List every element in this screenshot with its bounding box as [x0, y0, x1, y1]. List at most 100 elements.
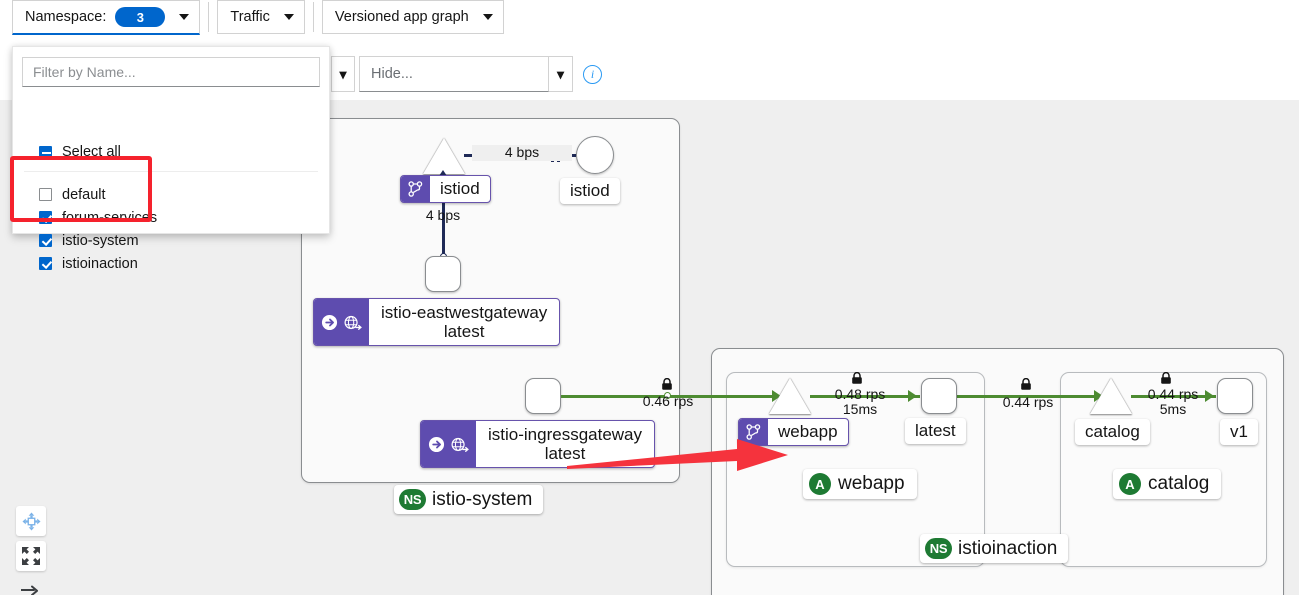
namespace-label-text: istio-system — [432, 488, 533, 510]
lock-icon — [1161, 372, 1171, 384]
chevron-down-icon: ▾ — [339, 66, 347, 82]
node-label-webapp-service[interactable]: webapp — [738, 418, 849, 446]
node-catalog-service-shape[interactable] — [1090, 378, 1132, 414]
edge-catalog-svc-to-v1 — [1131, 395, 1216, 398]
app-label-catalog[interactable]: A catalog — [1113, 469, 1222, 499]
namespace-count-badge: 3 — [115, 7, 166, 27]
namespace-option-istio-system[interactable]: istio-system — [39, 229, 157, 252]
edge-label-catalog-rate: 0.44 rps — [1147, 386, 1199, 402]
namespace-option-label: default — [62, 186, 106, 203]
namespace-option-label: istio-system — [62, 232, 139, 249]
node-label-webapp-latest[interactable]: latest — [905, 418, 966, 444]
edge-eastwest-to-istiod — [442, 178, 445, 260]
app-badge-icon: A — [809, 473, 831, 495]
namespace-option-istioinaction[interactable]: istioinaction — [39, 252, 157, 275]
node-webapp-service-shape[interactable] — [769, 378, 811, 414]
app-label-text: webapp — [838, 473, 905, 494]
node-webapp-latest-shape[interactable] — [921, 378, 957, 414]
edge-label-webapp-latency: 15ms — [842, 401, 878, 417]
node-catalog-v1-shape[interactable] — [1217, 378, 1253, 414]
node-label-eastwestgateway[interactable]: istio-eastwestgateway latest — [313, 298, 561, 347]
node-label-catalog-v1[interactable]: v1 — [1220, 419, 1258, 445]
namespace-label-istio-system[interactable]: NS istio-system — [394, 485, 544, 514]
namespace-label-istioinaction[interactable]: NS istioinaction — [920, 534, 1069, 563]
traffic-selector-label: Traffic — [230, 9, 270, 25]
app-label-text: catalog — [1148, 473, 1210, 494]
namespace-selector-label: Namespace: — [25, 9, 107, 25]
legend-toggle-button[interactable] — [16, 576, 46, 595]
select-all-label: Select all — [62, 144, 121, 160]
annotation-red-arrow — [567, 439, 788, 471]
namespace-option-default[interactable]: default — [39, 183, 157, 206]
namespace-option-label: istioinaction — [62, 255, 138, 272]
checkbox[interactable] — [39, 188, 52, 201]
node-label-text: latest — [915, 421, 956, 440]
edge-arrowhead — [1205, 390, 1214, 402]
edge-label-eastwest: 4 bps — [425, 207, 461, 223]
node-label-istiod-app[interactable]: istiod — [560, 178, 620, 204]
node-label-istiod-service[interactable]: istiod — [400, 175, 491, 203]
virtual-service-icon — [401, 176, 430, 202]
namespace-filter-input[interactable]: Filter by Name... — [22, 57, 320, 87]
checkbox[interactable] — [39, 211, 52, 224]
select-all-row[interactable]: Select all — [39, 144, 121, 160]
display-options-chevron[interactable]: ▾ — [331, 56, 355, 92]
namespace-option-forum-services[interactable]: forum-services — [39, 206, 157, 229]
graph-controls[interactable] — [16, 506, 46, 595]
gateway-globe-icon — [314, 299, 369, 346]
chevron-down-icon — [283, 14, 294, 20]
namespace-label-text: istioinaction — [958, 537, 1058, 559]
graph-type-selector[interactable]: Versioned app graph — [321, 0, 504, 34]
info-icon[interactable]: i — [583, 64, 602, 84]
edge-label-ingress-to-webapp: 0.46 rps — [642, 393, 694, 409]
namespace-selector[interactable]: Namespace: 3 — [12, 0, 201, 35]
node-eastwestgateway-shape[interactable] — [425, 256, 461, 292]
node-label-line1: istio-eastwestgateway — [381, 303, 548, 322]
app-badge-icon: A — [1119, 473, 1141, 495]
chevron-down-icon — [482, 14, 493, 20]
node-label-line1: istio-ingressgateway — [488, 425, 643, 444]
graph-canvas[interactable]: 4 bps 4 bps istiod istiod — [0, 100, 1299, 595]
hide-input[interactable]: Hide... — [359, 56, 549, 92]
divider — [24, 171, 318, 172]
checkbox[interactable] — [39, 234, 52, 247]
node-label-text: istio-ingressgateway latest — [476, 421, 654, 467]
checkbox[interactable] — [39, 257, 52, 270]
edge-arrowhead — [908, 390, 917, 402]
graph-type-selector-label: Versioned app graph — [334, 9, 469, 25]
app-label-webapp[interactable]: A webapp — [803, 469, 917, 499]
lock-icon — [852, 372, 862, 384]
edge-label-webapp-to-catalog: 0.44 rps — [1002, 394, 1054, 410]
gateway-globe-icon — [421, 421, 476, 468]
node-label-text: v1 — [1230, 422, 1248, 441]
node-label-text: istio-eastwestgateway latest — [369, 299, 559, 345]
namespace-dropdown-panel[interactable]: Filter by Name... Select all default for… — [12, 46, 330, 272]
node-label-line2: latest — [544, 444, 586, 464]
toolbar-divider — [312, 2, 314, 32]
edge-webapp-to-catalog — [956, 395, 1106, 398]
hide-input-chevron[interactable]: ▾ — [549, 56, 573, 92]
namespace-badge-icon: NS — [925, 538, 952, 559]
edge-marker-dot — [664, 392, 671, 399]
pan-tool-button[interactable] — [16, 506, 46, 536]
edge-label-webapp-rate: 0.48 rps — [834, 386, 886, 402]
namespace-option-label: forum-services — [62, 209, 158, 226]
node-istiod-service-shape[interactable] — [423, 138, 465, 174]
node-ingressgateway-shape[interactable] — [525, 378, 561, 414]
edge-ingress-to-webapp — [561, 395, 787, 398]
node-label-text: istiod — [570, 181, 610, 200]
node-label-ingressgateway[interactable]: istio-ingressgateway latest — [420, 420, 656, 469]
toolbar-divider — [208, 2, 210, 32]
chevron-down-icon: ▾ — [556, 66, 565, 82]
node-label-catalog-service[interactable]: catalog — [1075, 419, 1150, 445]
node-label-text: istiod — [440, 179, 480, 198]
arrow-right-icon — [21, 585, 38, 595]
node-istiod-app-shape[interactable] — [576, 136, 614, 174]
edge-label-istiod-tcp: 4 bps — [472, 144, 572, 161]
hide-input-placeholder: Hide... — [371, 66, 413, 82]
edge-arrowhead-up — [437, 170, 449, 179]
select-all-checkbox[interactable] — [39, 145, 52, 159]
virtual-service-icon — [739, 419, 768, 445]
fit-to-screen-button[interactable] — [16, 541, 46, 571]
traffic-selector[interactable]: Traffic — [217, 0, 305, 34]
